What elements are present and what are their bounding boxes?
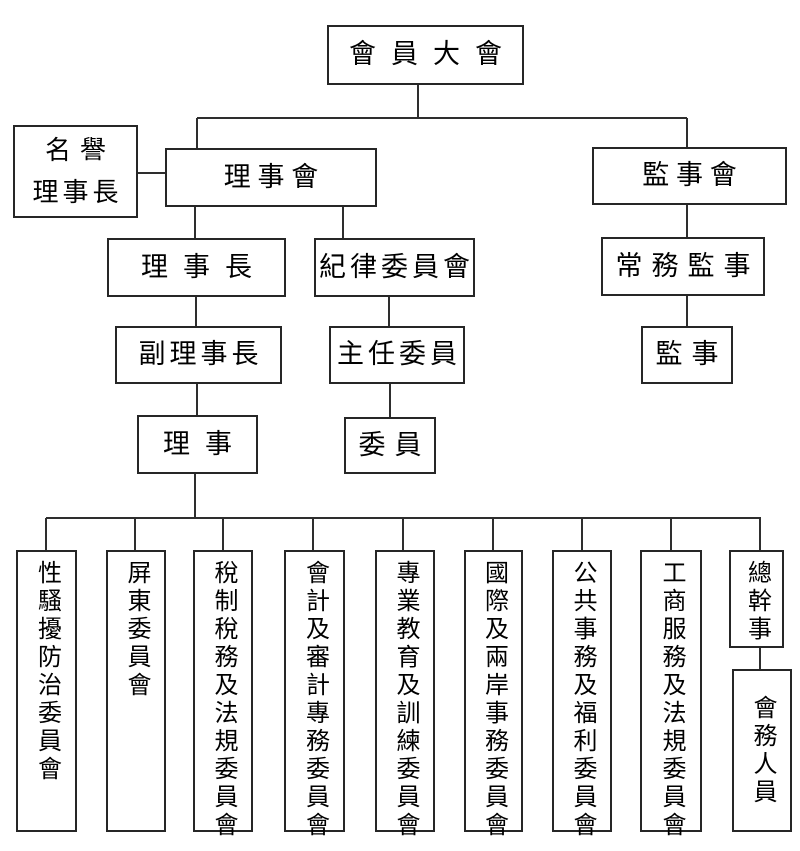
- node-chairman: 理事長: [107, 238, 286, 297]
- connector: [759, 518, 761, 550]
- committee-label: 性騷擾防治委員會: [33, 560, 60, 784]
- node-committee-commercial-services-regulations: 工商服務及法規委員會: [640, 550, 702, 840]
- node-commissioner: 委員: [344, 417, 436, 474]
- connector: [492, 518, 494, 550]
- node-honorary-chairman: 名譽 理事長: [13, 125, 138, 218]
- committee-label: 國際及兩岸事務委員會: [480, 560, 507, 840]
- node-chief-commissioner: 主任委員: [329, 326, 465, 384]
- connector: [196, 384, 198, 415]
- node-committee-professional-education-training: 專業教育及訓練委員會: [375, 550, 435, 840]
- node-committee-tax-system-and-regulations: 稅制稅務及法規委員會: [193, 550, 253, 840]
- node-committee-accounting-and-auditing: 會計及審計專務委員會: [284, 550, 345, 840]
- committee-label: 稅制稅務及法規委員會: [210, 560, 236, 840]
- connector: [134, 518, 136, 550]
- connector: [670, 518, 672, 550]
- secretary-general-label: 總幹事: [743, 560, 770, 644]
- node-association-staff: 會務人員: [732, 669, 792, 832]
- committee-label: 工商服務及法規委員會: [658, 560, 684, 840]
- node-discipline-committee: 紀律委員會: [314, 238, 475, 297]
- honorary-chairman-line1: 名譽: [44, 135, 115, 165]
- connector: [194, 473, 196, 518]
- node-vice-chairman: 副理事長: [115, 326, 282, 384]
- node-member-assembly: 會員大會: [327, 25, 524, 85]
- connector: [194, 207, 196, 238]
- node-committee-sexual-harassment-prevention: 性騷擾防治委員會: [16, 550, 77, 832]
- node-director: 理事: [137, 415, 258, 474]
- node-committee-public-affairs-welfare: 公共事務及福利委員會: [552, 550, 612, 840]
- connector: [196, 118, 198, 148]
- connector: [312, 518, 314, 550]
- connector: [342, 207, 344, 238]
- honorary-chairman-line2: 理事長: [32, 177, 123, 207]
- committee-label: 會計及審計專務委員會: [301, 560, 328, 840]
- connector: [686, 118, 688, 147]
- connector: [581, 518, 583, 550]
- node-secretary-general: 總幹事: [729, 550, 784, 648]
- connector: [195, 297, 197, 326]
- connector: [417, 85, 419, 118]
- connector: [222, 518, 224, 550]
- committee-label: 公共事務及福利委員會: [569, 560, 595, 840]
- node-supervisor: 監事: [641, 326, 733, 384]
- node-board-of-directors: 理 事 會: [165, 148, 377, 207]
- node-standing-supervisor: 常務監事: [601, 237, 765, 296]
- connector: [686, 294, 688, 326]
- connector: [402, 518, 404, 550]
- connector: [686, 205, 688, 238]
- node-committee-pingtung: 屏東委員會: [106, 550, 166, 832]
- connector: [45, 518, 47, 550]
- connector: [389, 384, 391, 417]
- connector: [759, 648, 761, 669]
- committee-label: 專業教育及訓練委員會: [392, 560, 418, 840]
- connector: [138, 172, 165, 174]
- connector: [197, 117, 687, 119]
- node-committee-international-cross-strait: 國際及兩岸事務委員會: [464, 550, 523, 840]
- connector: [388, 297, 390, 326]
- committee-label: 屏東委員會: [123, 560, 149, 700]
- association-staff-label: 會務人員: [749, 694, 775, 807]
- node-board-of-supervisors: 監 事 會: [592, 147, 787, 205]
